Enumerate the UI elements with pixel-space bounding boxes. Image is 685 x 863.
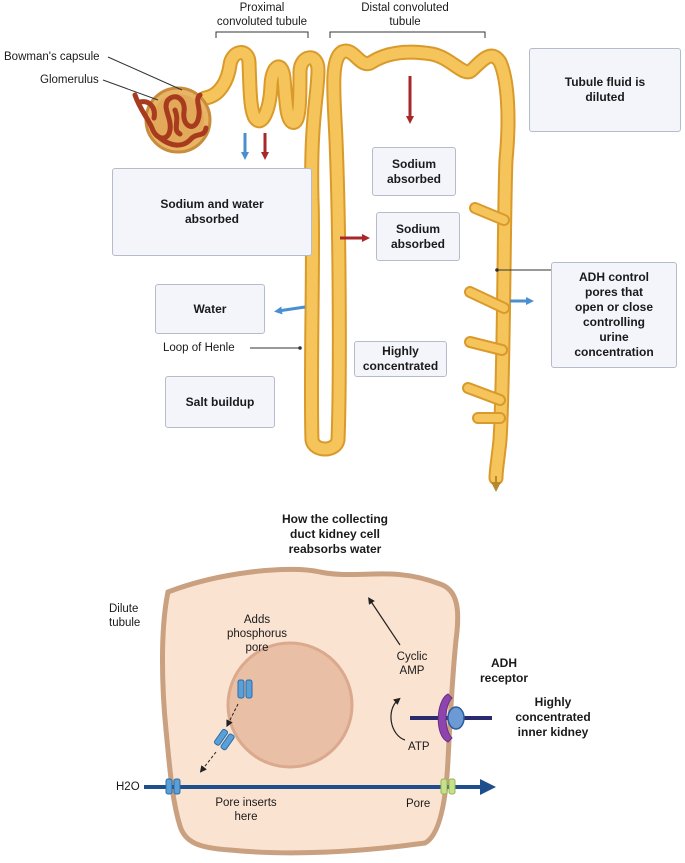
- glomerulus-label: Glomerulus: [40, 74, 99, 86]
- dilute-tubule-label: Dilute tubule: [109, 603, 141, 629]
- sodium-absorbed-box-1: Sodium absorbed: [372, 147, 456, 196]
- sodium-absorbed-box-2: Sodium absorbed: [376, 212, 460, 261]
- h2o-label: H2O: [116, 781, 140, 793]
- atp-label: ATP: [408, 741, 430, 753]
- adh-control-box: ADH control pores that open or close con…: [551, 262, 677, 368]
- pore-moving-icon: [213, 728, 235, 751]
- adh-receptor-label: ADH receptor: [479, 656, 529, 685]
- pore-label: Pore: [406, 798, 431, 810]
- camp-arrow: [368, 597, 401, 646]
- water-arrow-loop: [274, 305, 306, 315]
- tubule-diluted-box: Tubule fluid is diluted: [529, 48, 681, 132]
- highly-concentrated-box: Highly concentrated: [354, 341, 447, 377]
- atp-curve-arrow: [390, 697, 406, 741]
- distal-tubule-label: Distal convoluted tubule: [361, 2, 449, 28]
- glomerulus-leader: [102, 79, 159, 101]
- distal-bracket: [329, 31, 486, 38]
- pore-inserts-label: Pore inserts here: [215, 797, 277, 823]
- highly-concentrated-inner-label: Highly concentrated inner kidney: [515, 695, 591, 739]
- proximal-bracket: [215, 31, 309, 38]
- nephron-tubule: [197, 43, 516, 492]
- cell-nucleus: [226, 641, 354, 769]
- water-box: Water: [155, 284, 265, 334]
- adh-molecule-icon: [447, 706, 465, 730]
- cyclic-amp-label: Cyclic AMP: [396, 651, 428, 677]
- bowmans-leader: [107, 56, 183, 91]
- bowmans-capsule-label: Bowman's capsule: [4, 51, 100, 63]
- salt-buildup-box: Salt buildup: [165, 376, 275, 428]
- loop-of-henle-label: Loop of Henle: [163, 342, 235, 354]
- proximal-tubule-label: Proximal convoluted tubule: [216, 2, 308, 28]
- pore-icon: [237, 679, 253, 699]
- collecting-duct-title: How the collecting duct kidney cell reab…: [281, 512, 388, 556]
- inserted-pore-icon: [165, 778, 181, 795]
- exit-pore-icon: [440, 778, 456, 795]
- adds-pore-label: Adds phosphorus pore: [226, 614, 288, 654]
- adh-receptor-icon: [437, 693, 453, 743]
- glomerulus: [132, 92, 209, 148]
- sodium-water-box: Sodium and water absorbed: [112, 168, 312, 256]
